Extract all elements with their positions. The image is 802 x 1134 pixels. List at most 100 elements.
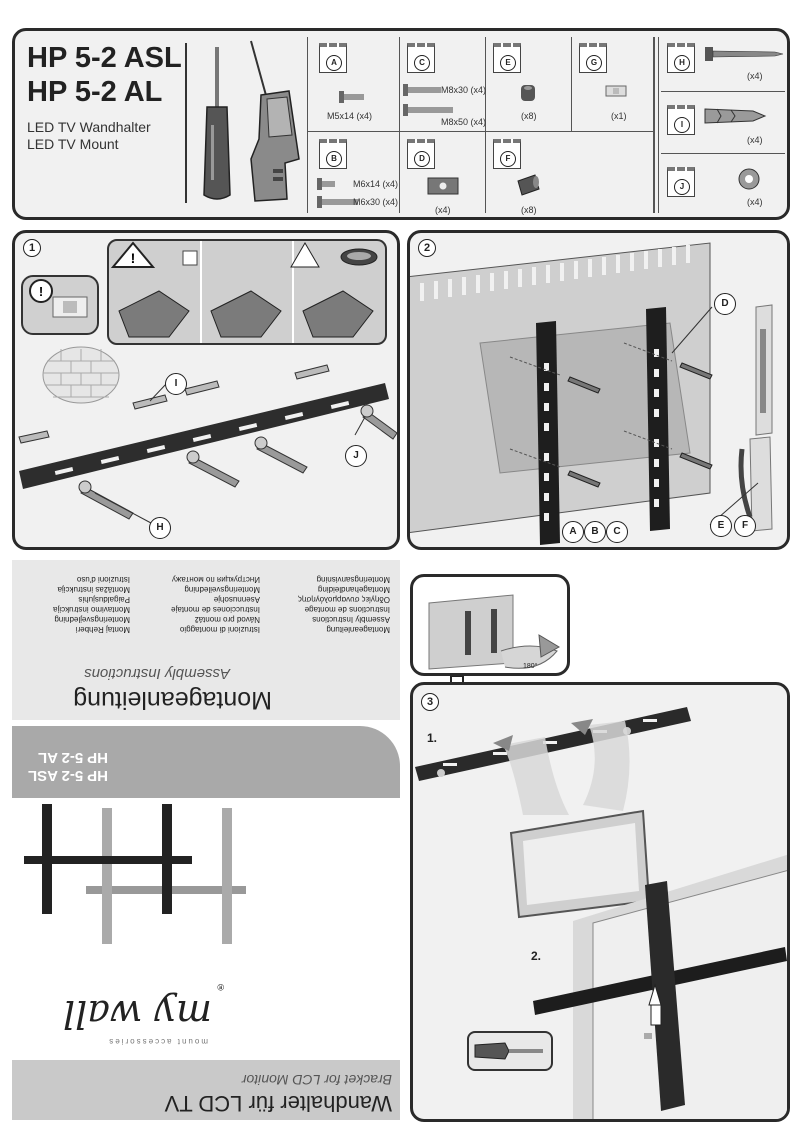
- part-e-letter: E: [500, 55, 516, 71]
- wood-screw-h-icon: [705, 47, 784, 61]
- washer-e-icon: [521, 85, 535, 101]
- rotate-illustration: [428, 594, 560, 670]
- model-title-1: HP 5-2 ASL: [27, 42, 182, 74]
- wall-rail-illustration: [18, 364, 397, 524]
- part-i-letter: I: [674, 117, 690, 133]
- brand-block: my wall mount accessories ®: [52, 960, 352, 1050]
- step-1-number: 1: [23, 239, 41, 257]
- svg-text:!: !: [39, 284, 43, 299]
- part-e: E (x8): [489, 39, 569, 129]
- part-h-letter: H: [674, 55, 690, 71]
- part-a-letter: A: [326, 55, 342, 71]
- callout-b: B: [584, 521, 606, 543]
- subtitle-de: LED TV Wandhalter: [27, 119, 151, 135]
- screw-a-icon: [339, 91, 364, 103]
- screw-c1-icon: [403, 84, 441, 96]
- screw-c2-icon: [403, 104, 453, 116]
- part-g-letter: G: [586, 55, 602, 71]
- cover-model-2: HP 5-2 AL: [37, 749, 108, 766]
- part-c-spec-2: M8x50 (x4): [441, 117, 487, 127]
- step-3-sub-2: 2.: [531, 949, 542, 963]
- step-2-panel: 2 D A B C E F: [407, 230, 790, 550]
- step-3-number: 3: [421, 693, 439, 711]
- product-title-de: Wandhalter für LCD TV: [164, 1091, 392, 1116]
- language-lists: Montageanleitung Assembly Instructions M…: [12, 560, 400, 720]
- callout-a: A: [562, 521, 584, 543]
- callout-j: J: [345, 445, 367, 467]
- product-title-en: Bracket for LCD Monitor: [241, 1072, 392, 1088]
- header-divider: [185, 43, 187, 203]
- cover-title-en: Assembly Instructions: [84, 665, 230, 682]
- step-3-illustration: [415, 707, 787, 1119]
- brackets-illustration: [24, 804, 246, 944]
- step-1-panel: 1 ! !: [12, 230, 400, 550]
- part-j-letter: J: [674, 179, 690, 195]
- step-3-panel: 3 1. 2.: [410, 682, 790, 1122]
- callout-f: F: [734, 515, 756, 537]
- part-f-letter: F: [500, 151, 516, 167]
- part-a: A M5x14 (x4): [313, 39, 397, 129]
- cover-section: Montageanleitung Assembly Instructions M…: [12, 560, 400, 1122]
- part-i: I (x4): [663, 95, 787, 153]
- part-h-qty: (x4): [747, 71, 763, 81]
- part-c-letter: C: [414, 55, 430, 71]
- model-band: HP 5-2 ASL HP 5-2 AL: [12, 726, 400, 798]
- cover-title-de: Montageanleitung: [73, 686, 272, 714]
- language-block: Montageanleitung Assembly Instructions M…: [12, 560, 400, 720]
- brand-reg: ®: [217, 982, 224, 992]
- part-f-qty: (x8): [521, 205, 537, 215]
- part-d: D (x4): [403, 135, 483, 215]
- level-callout: !: [21, 275, 99, 335]
- part-g: G (x1): [575, 39, 651, 129]
- tv-back-illustration: [410, 242, 773, 545]
- part-g-qty: (x1): [611, 111, 627, 121]
- brand-sub: mount accessories: [107, 1037, 208, 1046]
- product-band: Wandhalter für LCD TV Bracket for LCD Mo…: [12, 1060, 400, 1120]
- part-d-letter: D: [414, 151, 430, 167]
- parts-panel: HP 5-2 ASL HP 5-2 AL LED TV Wandhalter L…: [12, 28, 790, 220]
- brick-wall-icon: [42, 346, 120, 404]
- part-b-spec-2: M6x30 (x4): [353, 197, 399, 207]
- callout-i: I: [165, 373, 187, 395]
- screwdriver-icon: [203, 47, 231, 200]
- svg-text:!: !: [131, 250, 136, 266]
- callout-h: H: [149, 517, 171, 539]
- warning-illustration: !: [110, 241, 378, 343]
- callout-c: C: [606, 521, 628, 543]
- anchor-i-icon: [704, 108, 767, 124]
- part-j: J (x4): [663, 157, 787, 215]
- part-e-qty: (x8): [521, 111, 537, 121]
- screw-b1-icon: [317, 178, 335, 190]
- spacer-f-icon: [517, 174, 540, 196]
- screwdriver-small-icon: [474, 1042, 543, 1060]
- rotate-angle: 180°: [523, 663, 538, 670]
- step-2-number: 2: [418, 239, 436, 257]
- cover-model-1: HP 5-2 ASL: [27, 767, 108, 784]
- part-f: F (x8): [489, 135, 569, 215]
- level-icon: !: [29, 279, 88, 318]
- drill-icon: [250, 40, 300, 202]
- part-b-letter: B: [326, 151, 342, 167]
- plate-d-icon: [427, 177, 459, 195]
- step-3-sub-1: 1.: [427, 731, 438, 745]
- step-3-rotate-panel: 180°: [410, 574, 570, 676]
- part-d-qty: (x4): [435, 205, 451, 215]
- screw-b2-icon: [317, 196, 358, 208]
- part-j-qty: (x4): [747, 197, 763, 207]
- part-h: H (x4): [663, 39, 787, 91]
- washer-j-icon: [738, 168, 760, 190]
- callout-e: E: [710, 515, 732, 537]
- level-g-icon: [605, 85, 627, 97]
- model-title-2: HP 5-2 AL: [27, 76, 163, 108]
- screwdriver-callout: [467, 1031, 553, 1071]
- subtitle-en: LED TV Mount: [27, 136, 119, 152]
- callout-d: D: [714, 293, 736, 315]
- part-b-spec-1: M6x14 (x4): [353, 179, 399, 189]
- part-b: B M6x14 (x4) M6x30 (x4): [313, 135, 399, 215]
- part-i-qty: (x4): [747, 135, 763, 145]
- part-a-spec: M5x14 (x4): [327, 111, 373, 121]
- part-c: C M8x30 (x4) M8x50 (x4): [403, 39, 487, 129]
